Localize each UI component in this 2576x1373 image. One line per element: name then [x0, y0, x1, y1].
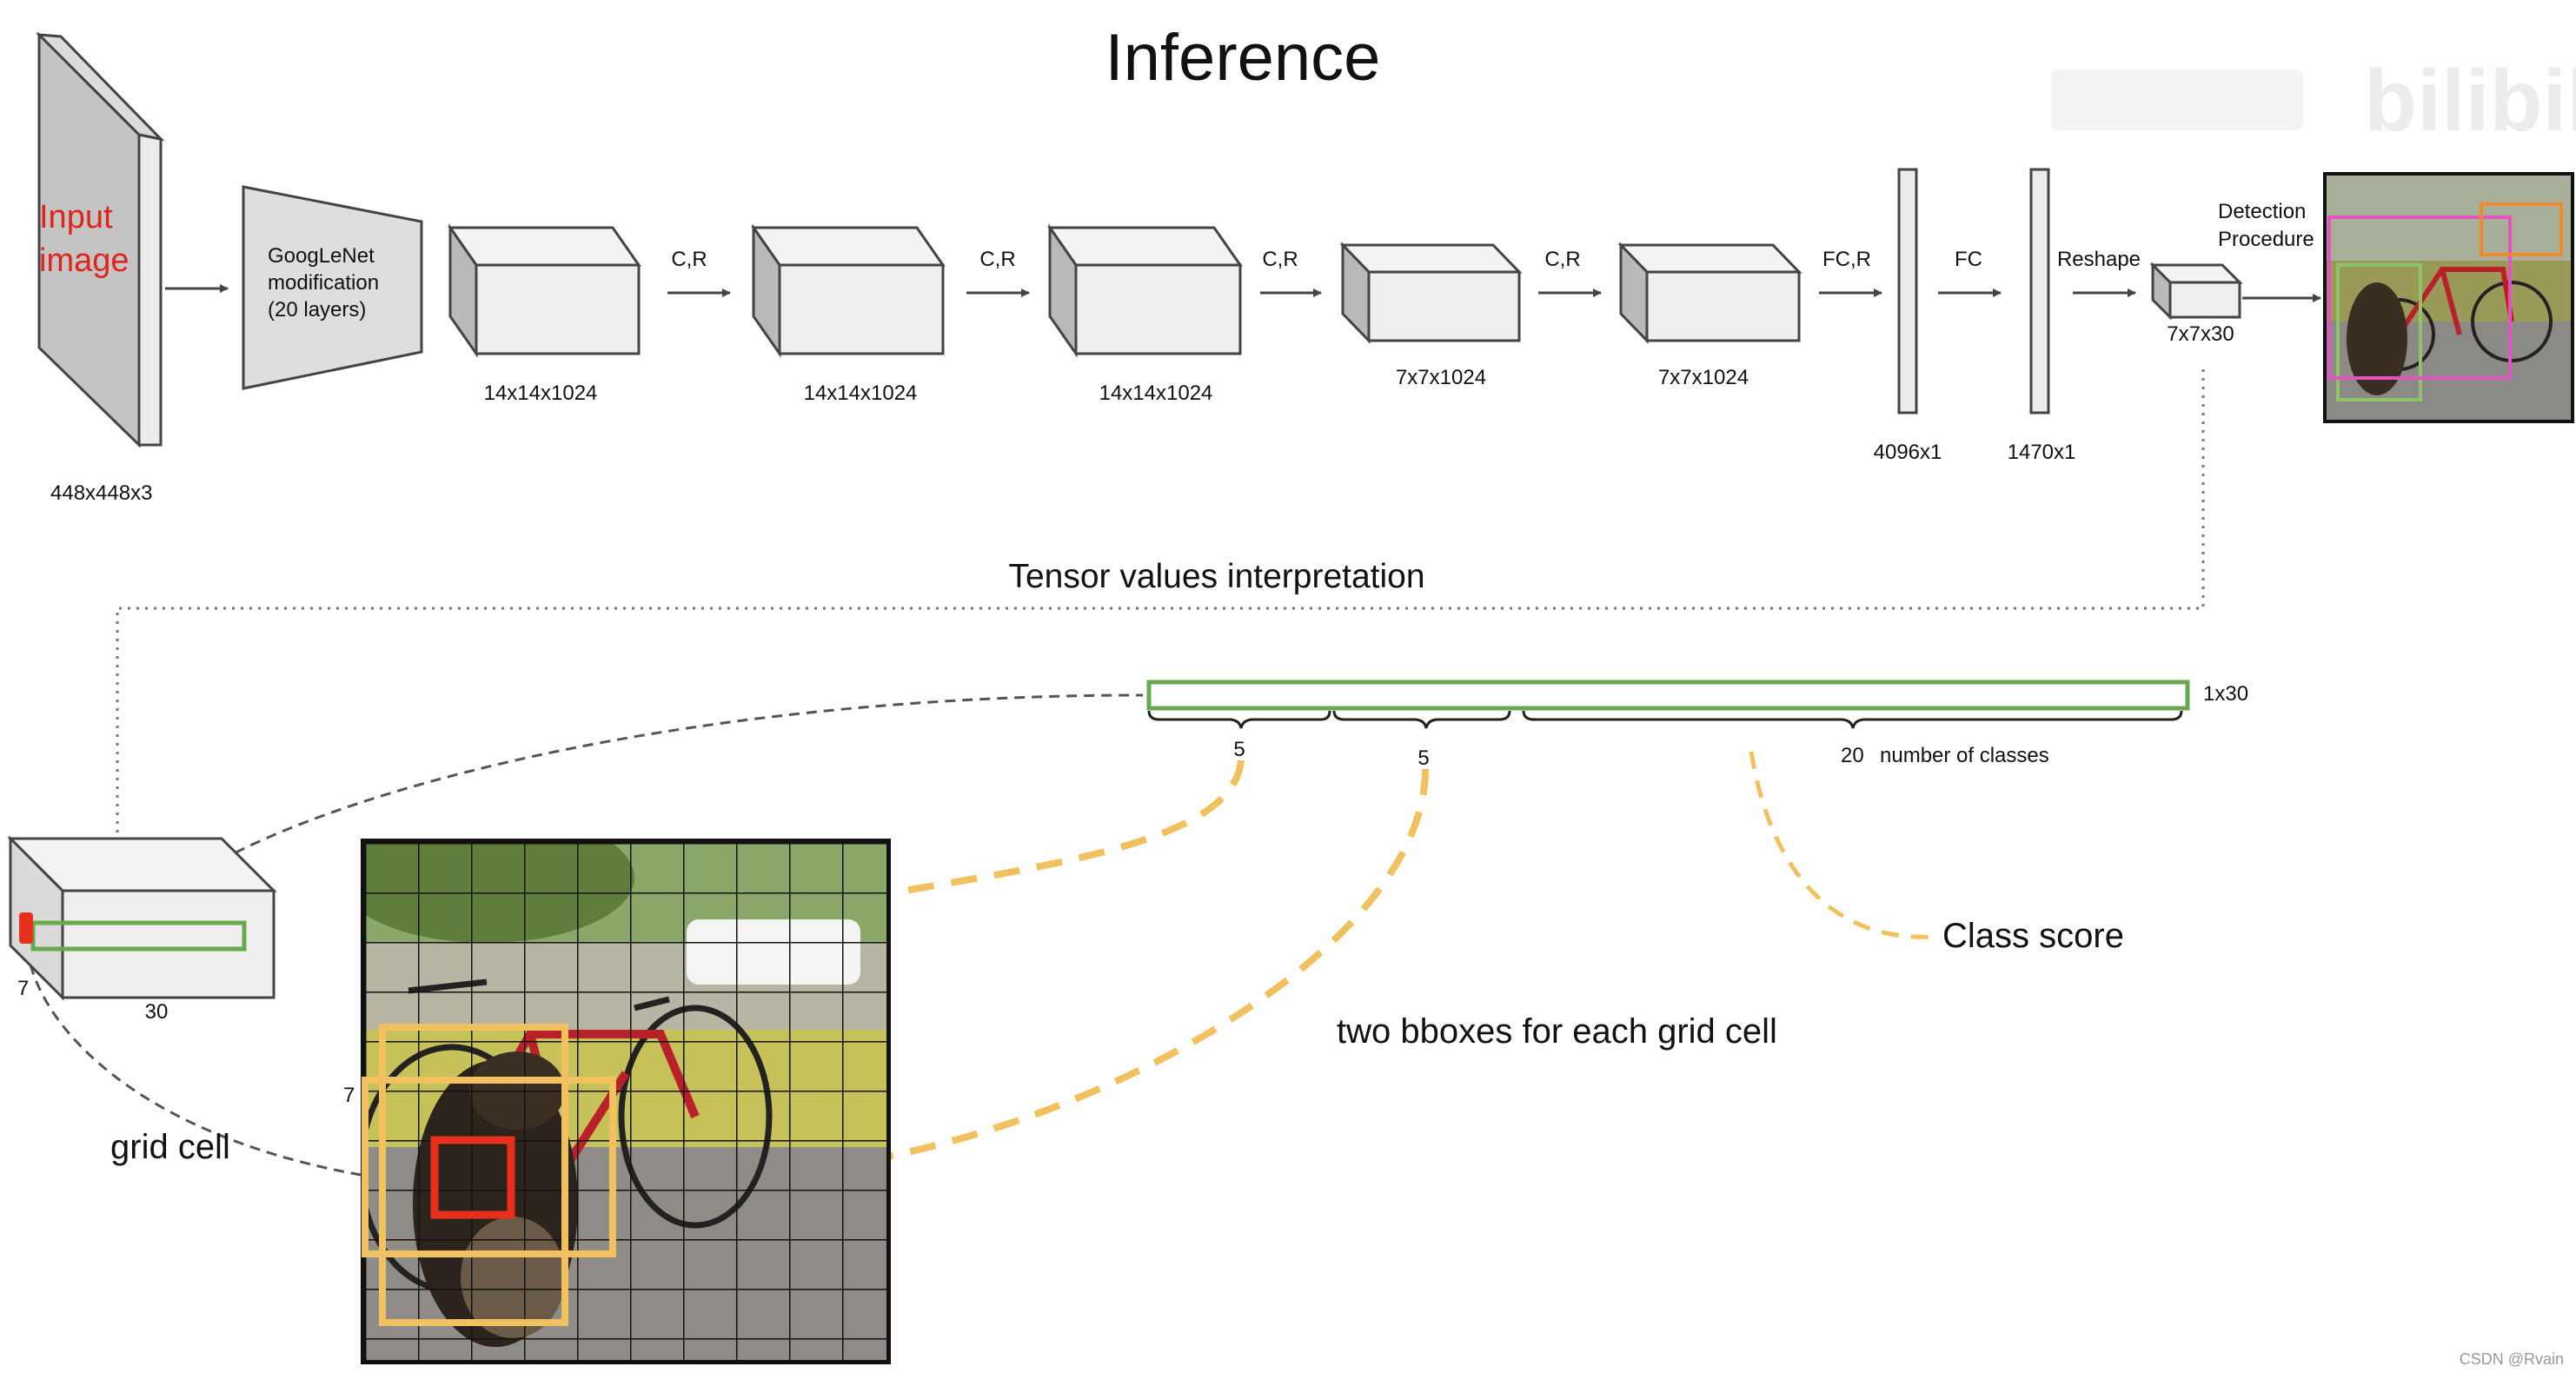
brace-classes-text: number of classes [1880, 744, 2049, 767]
bbox2-link [868, 768, 1429, 1164]
feature-map-3-dims: 14x14x1024 [1099, 381, 1213, 405]
detection-line1: Detection [2218, 200, 2306, 223]
diagram-title: Inference [1105, 21, 1381, 95]
grid-cell-label: grid cell [110, 1128, 230, 1166]
backbone-line3: (20 layers) [268, 298, 366, 322]
brace-bbox-1-label: 5 [1233, 738, 1245, 761]
backbone-line1: GoogLeNet [268, 244, 375, 268]
op-label-1: C,R [671, 248, 707, 271]
brace-classes-count: 20 [1841, 744, 1864, 767]
bilibili-watermark: bilibili [2051, 52, 2576, 149]
op-label-fc: FC [1955, 248, 1982, 271]
class-score-link [1749, 751, 1935, 939]
cube-depth-label: 30 [145, 1000, 169, 1024]
vector-label: 1x30 [2203, 682, 2248, 706]
fc-layer-1-dims: 4096x1 [1874, 441, 1942, 464]
brace-bbox-1 [1147, 710, 1331, 729]
input-label-line2: image [39, 242, 129, 279]
input-dims: 448x448x3 [50, 481, 152, 505]
googlenet-block: GoogLeNet modification (20 layers) [242, 185, 423, 390]
class-score-label: Class score [1942, 917, 2124, 955]
watermark-text: bilibili [2364, 52, 2576, 149]
op-label-3: C,R [1262, 248, 1298, 271]
grid-side-label: 7 [343, 1084, 355, 1107]
fc-layer-2-dims: 1470x1 [2008, 441, 2076, 464]
op-label-5: FC,R [1822, 248, 1871, 271]
cube-to-cell-link [29, 964, 362, 1177]
output-tensor-dims: 7x7x30 [2167, 322, 2234, 346]
cell-to-vector-link [137, 693, 1144, 926]
tensor-cube-7x7x30: 7 30 [7, 835, 277, 1024]
op-label-2: C,R [979, 248, 1015, 271]
interpretation-heading: Tensor values interpretation [1008, 558, 1424, 595]
detection-result-image [2323, 172, 2574, 423]
feature-map-5-dims: 7x7x1024 [1658, 366, 1749, 389]
backbone-line2: modification [268, 271, 379, 295]
bbox1-link [903, 759, 1245, 894]
cube-side-label: 7 [17, 977, 29, 1000]
brace-bbox-2 [1332, 710, 1511, 729]
fc-layer-2: 1470x1 [2008, 168, 2076, 464]
feature-map-3: 14x14x1024 [1047, 223, 1243, 405]
grid-photo: 7 [343, 839, 891, 1364]
feature-map-4-dims: 7x7x1024 [1396, 366, 1486, 389]
feature-map-2: 14x14x1024 [751, 223, 946, 405]
csdn-watermark: CSDN @Rvain [2460, 1350, 2564, 1368]
output-tensor-cube: 7x7x30 [2149, 262, 2243, 346]
fc-layer-1: 4096x1 [1874, 168, 1942, 464]
feature-map-1: 14x14x1024 [448, 223, 641, 405]
op-label-4: C,R [1544, 248, 1580, 271]
feature-map-2-dims: 14x14x1024 [804, 381, 918, 405]
feature-map-4: 7x7x1024 [1339, 242, 1523, 389]
tensor-vector-1x30 [1146, 680, 2190, 711]
bboxes-label: two bboxes for each grid cell [1337, 1012, 1777, 1051]
input-label-line1: Input [39, 199, 113, 235]
detection-line2: Procedure [2218, 228, 2314, 251]
brace-bbox-2-label: 5 [1417, 746, 1429, 770]
feature-map-5: 7x7x1024 [1617, 242, 1803, 389]
brace-classes [1522, 710, 2183, 729]
feature-map-1-dims: 14x14x1024 [484, 381, 598, 405]
op-label-reshape: Reshape [2057, 248, 2141, 271]
input-image-slab: Input image 448x448x3 [36, 31, 165, 505]
